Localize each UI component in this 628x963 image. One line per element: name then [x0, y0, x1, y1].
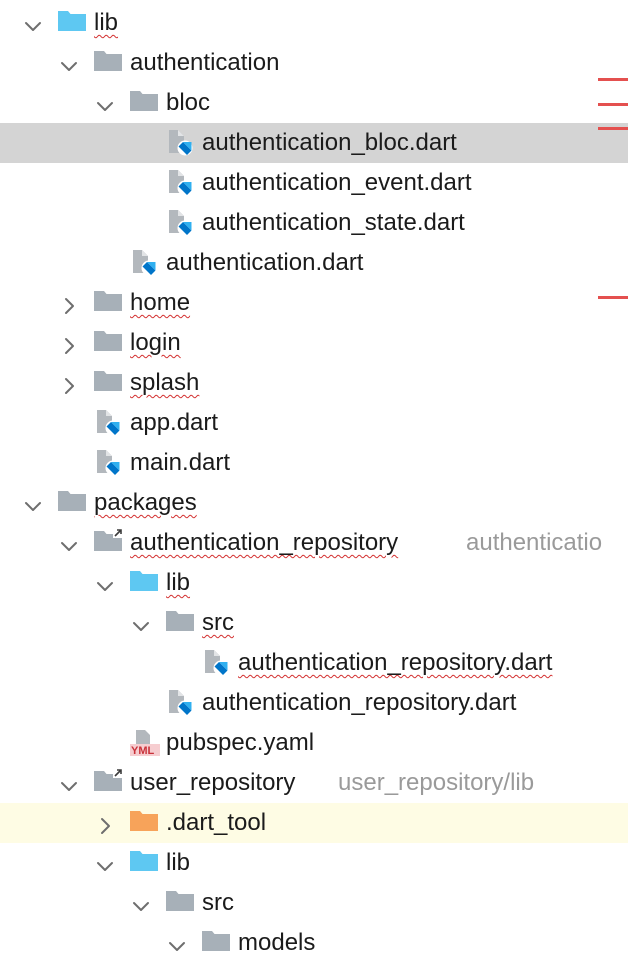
tree-item-label: authentication.dart: [166, 249, 364, 276]
tree-item-label: .dart_tool: [166, 809, 267, 836]
tree-item-label: authentication: [130, 49, 280, 76]
tree-row[interactable]: .dart_tool: [0, 803, 628, 843]
tree-row[interactable]: main.dart: [0, 443, 628, 483]
tree-item-label: bloc: [166, 89, 211, 116]
excluded-folder-icon: [130, 809, 158, 842]
tree-row[interactable]: authentication_bloc.dart: [0, 123, 628, 163]
tree-item-label: packages: [94, 489, 197, 516]
tree-row[interactable]: authentication_event.dart: [0, 163, 628, 203]
tree-row[interactable]: lib: [0, 843, 628, 883]
tree-row[interactable]: lib: [0, 3, 628, 43]
error-stripe-marker[interactable]: [598, 127, 628, 130]
tree-row[interactable]: login: [0, 323, 628, 363]
module-path-hint: authenticatio: [466, 529, 603, 556]
folder-icon: [166, 609, 194, 642]
dart-file-icon: [166, 129, 194, 164]
folder-icon: [94, 49, 122, 82]
tree-item-label: app.dart: [130, 409, 219, 436]
chevron-down-icon[interactable]: [24, 14, 42, 32]
tree-row[interactable]: home: [0, 283, 628, 323]
chevron-down-icon[interactable]: [60, 534, 78, 552]
chevron-down-icon[interactable]: [60, 54, 78, 72]
chevron-right-icon[interactable]: [96, 814, 114, 834]
chevron-right-icon[interactable]: [60, 334, 78, 354]
dart-file-icon: [130, 249, 158, 284]
dart-file-icon: [166, 689, 194, 724]
tree-row[interactable]: bloc: [0, 83, 628, 123]
chevron-down-icon[interactable]: [60, 774, 78, 792]
dart-file-icon: [166, 209, 194, 244]
tree-item-label: authentication_bloc.dart: [202, 129, 457, 156]
tree-item-label: user_repository: [130, 769, 296, 796]
tree-row[interactable]: authentication_repository authenticatio: [0, 523, 628, 563]
module-folder-icon: [94, 529, 122, 562]
tree-item-label: splash: [130, 369, 200, 396]
chevron-right-icon[interactable]: [60, 294, 78, 314]
svg-text:YML: YML: [131, 745, 155, 757]
error-stripe-marker[interactable]: [598, 296, 628, 299]
folder-icon: [94, 369, 122, 402]
folder-icon: [94, 289, 122, 322]
yaml-file-icon: YML: [130, 729, 160, 764]
folder-icon: [130, 89, 158, 122]
tree-item-label: authentication_repository: [130, 529, 399, 556]
project-tree: lib authentication bloc authentication_bloc…: [0, 3, 628, 956]
tree-item-label: models: [238, 929, 316, 956]
tree-row[interactable]: YML pubspec.yaml: [0, 723, 628, 763]
chevron-right-icon[interactable]: [60, 374, 78, 394]
tree-row[interactable]: packages: [0, 483, 628, 523]
chevron-down-icon[interactable]: [168, 934, 186, 952]
tree-row[interactable]: authentication_state.dart: [0, 203, 628, 243]
tree-row[interactable]: authentication_repository.dart: [0, 683, 628, 723]
tree-row[interactable]: authentication.dart: [0, 243, 628, 283]
chevron-down-icon[interactable]: [96, 574, 114, 592]
dart-file-icon: [202, 649, 230, 684]
tree-row[interactable]: user_repository user_repository/lib: [0, 763, 628, 803]
dart-file-icon: [94, 409, 122, 444]
source-folder-icon: [130, 849, 158, 882]
tree-row[interactable]: authentication: [0, 43, 628, 83]
tree-item-label: src: [202, 609, 234, 636]
folder-icon: [94, 329, 122, 362]
tree-row[interactable]: src: [0, 603, 628, 643]
chevron-down-icon[interactable]: [96, 94, 114, 112]
error-stripe-marker[interactable]: [598, 103, 628, 106]
tree-item-label: lib: [166, 569, 191, 596]
chevron-down-icon[interactable]: [132, 614, 150, 632]
chevron-down-icon[interactable]: [132, 894, 150, 912]
tree-item-label: home: [130, 289, 191, 316]
tree-row[interactable]: models: [0, 923, 628, 963]
tree-item-label: main.dart: [130, 449, 231, 476]
tree-row[interactable]: src: [0, 883, 628, 923]
tree-row[interactable]: authentication_repository.dart: [0, 643, 628, 683]
folder-icon: [166, 889, 194, 922]
chevron-down-icon[interactable]: [96, 854, 114, 872]
tree-item-label: authentication_state.dart: [202, 209, 465, 236]
error-stripe-marker[interactable]: [598, 78, 628, 81]
source-folder-icon: [130, 569, 158, 602]
tree-item-label: lib: [94, 9, 119, 36]
tree-item-label: authentication_repository.dart: [202, 689, 517, 716]
module-folder-icon: [94, 769, 122, 802]
folder-icon: [202, 929, 230, 962]
dart-file-icon: [94, 449, 122, 484]
tree-row[interactable]: lib: [0, 563, 628, 603]
tree-item-label: authentication_repository.dart: [238, 649, 553, 676]
dart-file-icon: [166, 169, 194, 204]
tree-item-label: login: [130, 329, 181, 356]
tree-item-label: src: [202, 889, 234, 916]
tree-row[interactable]: app.dart: [0, 403, 628, 443]
folder-icon: [58, 489, 86, 522]
tree-item-label: pubspec.yaml: [166, 729, 315, 756]
tree-item-label: authentication_event.dart: [202, 169, 472, 196]
tree-item-label: lib: [166, 849, 191, 876]
chevron-down-icon[interactable]: [24, 494, 42, 512]
tree-row[interactable]: splash: [0, 363, 628, 403]
module-path-hint: user_repository/lib: [338, 769, 535, 796]
source-folder-icon: [58, 9, 86, 42]
